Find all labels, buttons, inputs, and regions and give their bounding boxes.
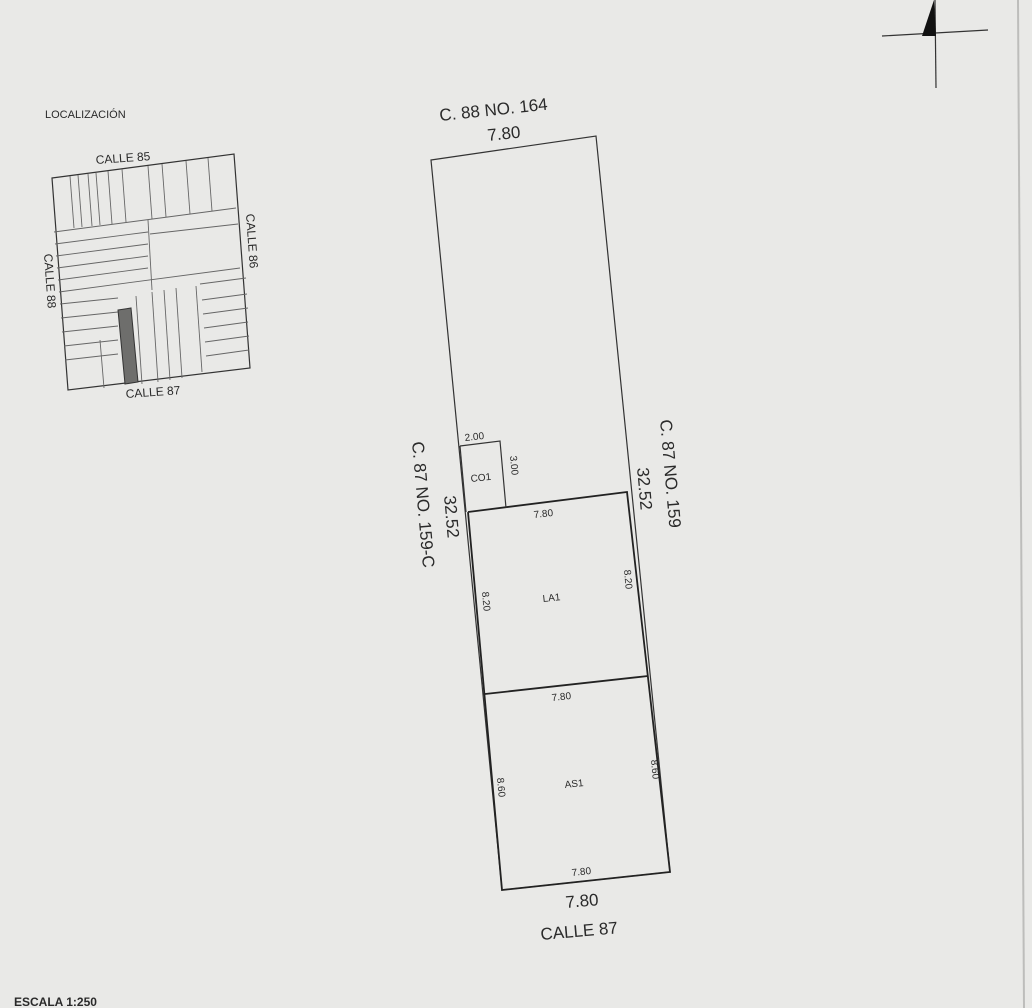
la1-top-label: 7.80 xyxy=(533,508,554,521)
division-la1-as1 xyxy=(484,675,649,695)
as1-left-label: 8.60 xyxy=(494,777,507,798)
subject-lot-highlight xyxy=(117,307,139,385)
as1-right-label: 8.60 xyxy=(648,759,661,780)
north-arrow-icon xyxy=(881,0,989,89)
as1-area-label: AS1 xyxy=(564,778,584,791)
top-width-label: 7.80 xyxy=(486,123,521,145)
street-label-left: CALLE 88 xyxy=(41,253,59,309)
la1-right-label: 8.20 xyxy=(621,569,634,590)
street-label-right: CALLE 86 xyxy=(243,213,261,269)
as1-bottom-label: 7.80 xyxy=(571,866,592,879)
block-outline xyxy=(51,153,251,391)
co1-width-label: 2.00 xyxy=(464,431,485,444)
as1-top-label: 7.80 xyxy=(551,691,572,704)
sheet-edge xyxy=(1017,0,1025,1008)
left-length-label: 32.52 xyxy=(440,495,463,539)
street-label-top: CALLE 85 xyxy=(95,149,151,167)
la1-left-label: 8.20 xyxy=(479,591,492,612)
co1-area-label: CO1 xyxy=(470,472,492,485)
building-outline xyxy=(467,490,671,891)
scale-label: ESCALA 1:250 xyxy=(14,995,97,1008)
co1-depth-label: 3.00 xyxy=(507,455,520,476)
street-label-bottom: CALLE 87 xyxy=(125,383,181,401)
bottom-width-label: 7.80 xyxy=(565,890,600,912)
co1-outline xyxy=(459,440,507,509)
location-map: LOCALIZACIÓN CALLE 85 CALLE 86 CALLE 88 … xyxy=(41,108,261,401)
location-title: LOCALIZACIÓN xyxy=(45,108,126,121)
block-lots xyxy=(53,157,250,389)
right-length-label: 32.52 xyxy=(633,467,656,511)
la1-area-label: LA1 xyxy=(542,592,561,605)
